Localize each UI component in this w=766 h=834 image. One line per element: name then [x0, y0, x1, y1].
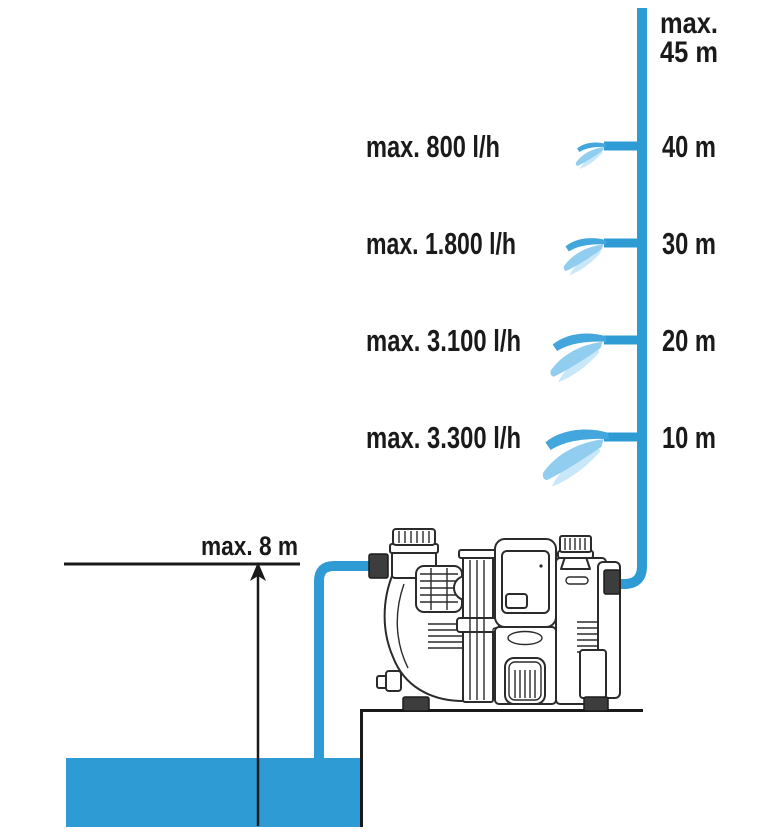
- height-label-10m: 10 m: [662, 420, 716, 455]
- filter-cap: [392, 528, 436, 546]
- flow-label-40m: max. 800 l/h: [366, 129, 500, 164]
- outlet-port: [603, 569, 621, 595]
- delivery-pipe: [616, 8, 647, 589]
- platform-edge: [360, 709, 643, 827]
- height-label-30m: 30 m: [662, 226, 716, 261]
- inlet-port: [368, 553, 389, 579]
- max-head-label-line2: 45 m: [660, 36, 718, 69]
- water-spray-icon-40m: [575, 142, 607, 169]
- suction-height-arrow: [250, 562, 266, 826]
- brand-pill: [565, 576, 589, 585]
- height-label-20m: 20 m: [662, 323, 716, 358]
- display-button: [505, 593, 528, 609]
- water-spray-icon-10m: [542, 429, 610, 487]
- water-spray-icon-30m: [563, 238, 607, 276]
- flow-label-30m: max. 1.800 l/h: [366, 226, 516, 261]
- flow-label-20m: max. 3.100 l/h: [366, 323, 521, 358]
- water-spray-icon-20m: [550, 333, 607, 383]
- max-suction-label: max. 8 m: [201, 531, 298, 561]
- flow-label-10m: max. 3.300 l/h: [366, 420, 521, 455]
- max-head-label-line1: max.: [660, 7, 718, 40]
- pump-illustration: [368, 528, 621, 712]
- height-label-40m: 40 m: [662, 129, 716, 164]
- suction-pipe: [314, 561, 382, 760]
- water-basin: [66, 758, 361, 827]
- labels: max. 45 m max. 800 l/h 40 m max. 1.800 l…: [201, 7, 718, 561]
